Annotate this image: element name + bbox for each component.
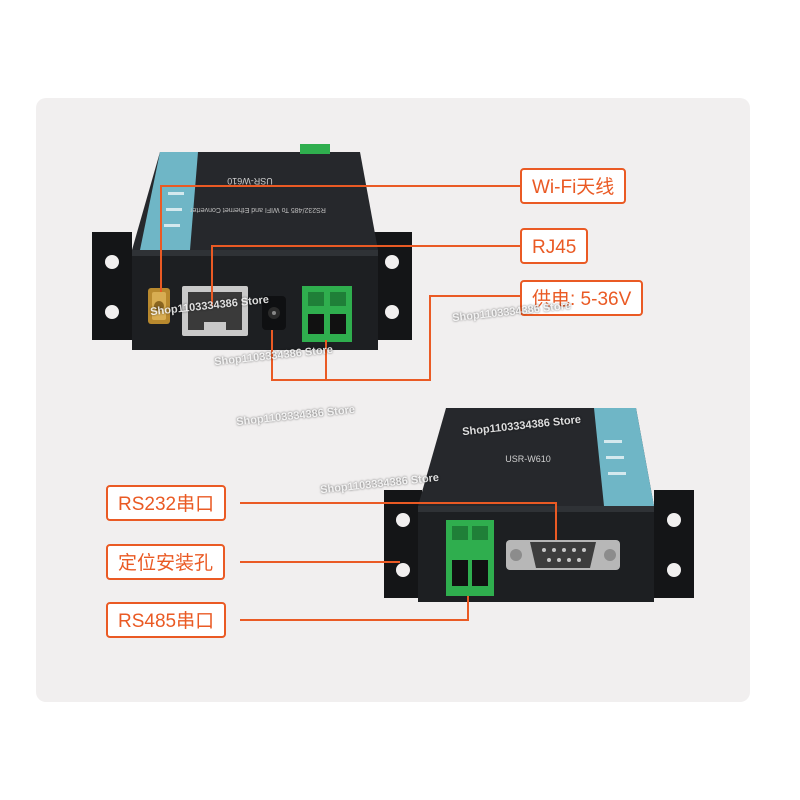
top-device-desc-print: RS232/485 To WIFI and Ethernet Converter — [190, 206, 326, 213]
top-device-label-strip — [140, 152, 198, 250]
power-supply-label: 供电: 5-36V — [520, 280, 644, 316]
top-device-model-print: USR-W610 — [227, 176, 273, 186]
rs232-leader-line — [240, 502, 557, 540]
antenna-connector — [148, 288, 170, 324]
rs485-terminal-block — [446, 520, 494, 596]
rs232-db9-connector — [506, 540, 620, 570]
top-left-bracket-hole-2 — [105, 305, 119, 319]
bottom-device: USR-W610 — [384, 408, 694, 602]
rj45-leader-line — [211, 245, 520, 306]
top-right-bracket-hole-2 — [385, 305, 399, 319]
wifi-leader-line — [160, 185, 520, 292]
bottom-left-bracket-hole — [396, 513, 410, 527]
bottom-right-bracket-hole — [667, 513, 681, 527]
top-device-top-connector — [300, 144, 330, 154]
dc-power-jack — [262, 296, 286, 330]
bottom-left-bracket — [384, 490, 422, 598]
leader-lines — [160, 185, 557, 621]
rj45-port — [182, 286, 248, 336]
power-terminal-block — [302, 286, 352, 342]
top-left-bracket-hole — [105, 255, 119, 269]
bottom-left-bracket-hole-2 — [396, 563, 410, 577]
bottom-device-model-print: USR-W610 — [505, 454, 551, 464]
power-leader-line — [271, 295, 520, 381]
rj45-label: RJ45 — [520, 228, 589, 264]
bottom-device-top-face — [418, 408, 654, 506]
wifi-antenna-label: Wi-Fi天线 — [520, 168, 627, 204]
mounting-hole-label: 定位安装孔 — [106, 544, 226, 580]
top-right-bracket — [372, 232, 412, 340]
top-right-bracket-hole — [385, 255, 399, 269]
bottom-right-bracket-hole-2 — [667, 563, 681, 577]
rs232-label: RS232串口 — [106, 485, 227, 521]
top-left-bracket — [92, 232, 132, 340]
rs485-label: RS485串口 — [106, 602, 227, 638]
bottom-right-bracket — [654, 490, 694, 598]
rs485-leader-line — [240, 596, 469, 621]
top-device: USR-W610 RS232/485 To WIFI and Ethernet … — [92, 144, 412, 350]
